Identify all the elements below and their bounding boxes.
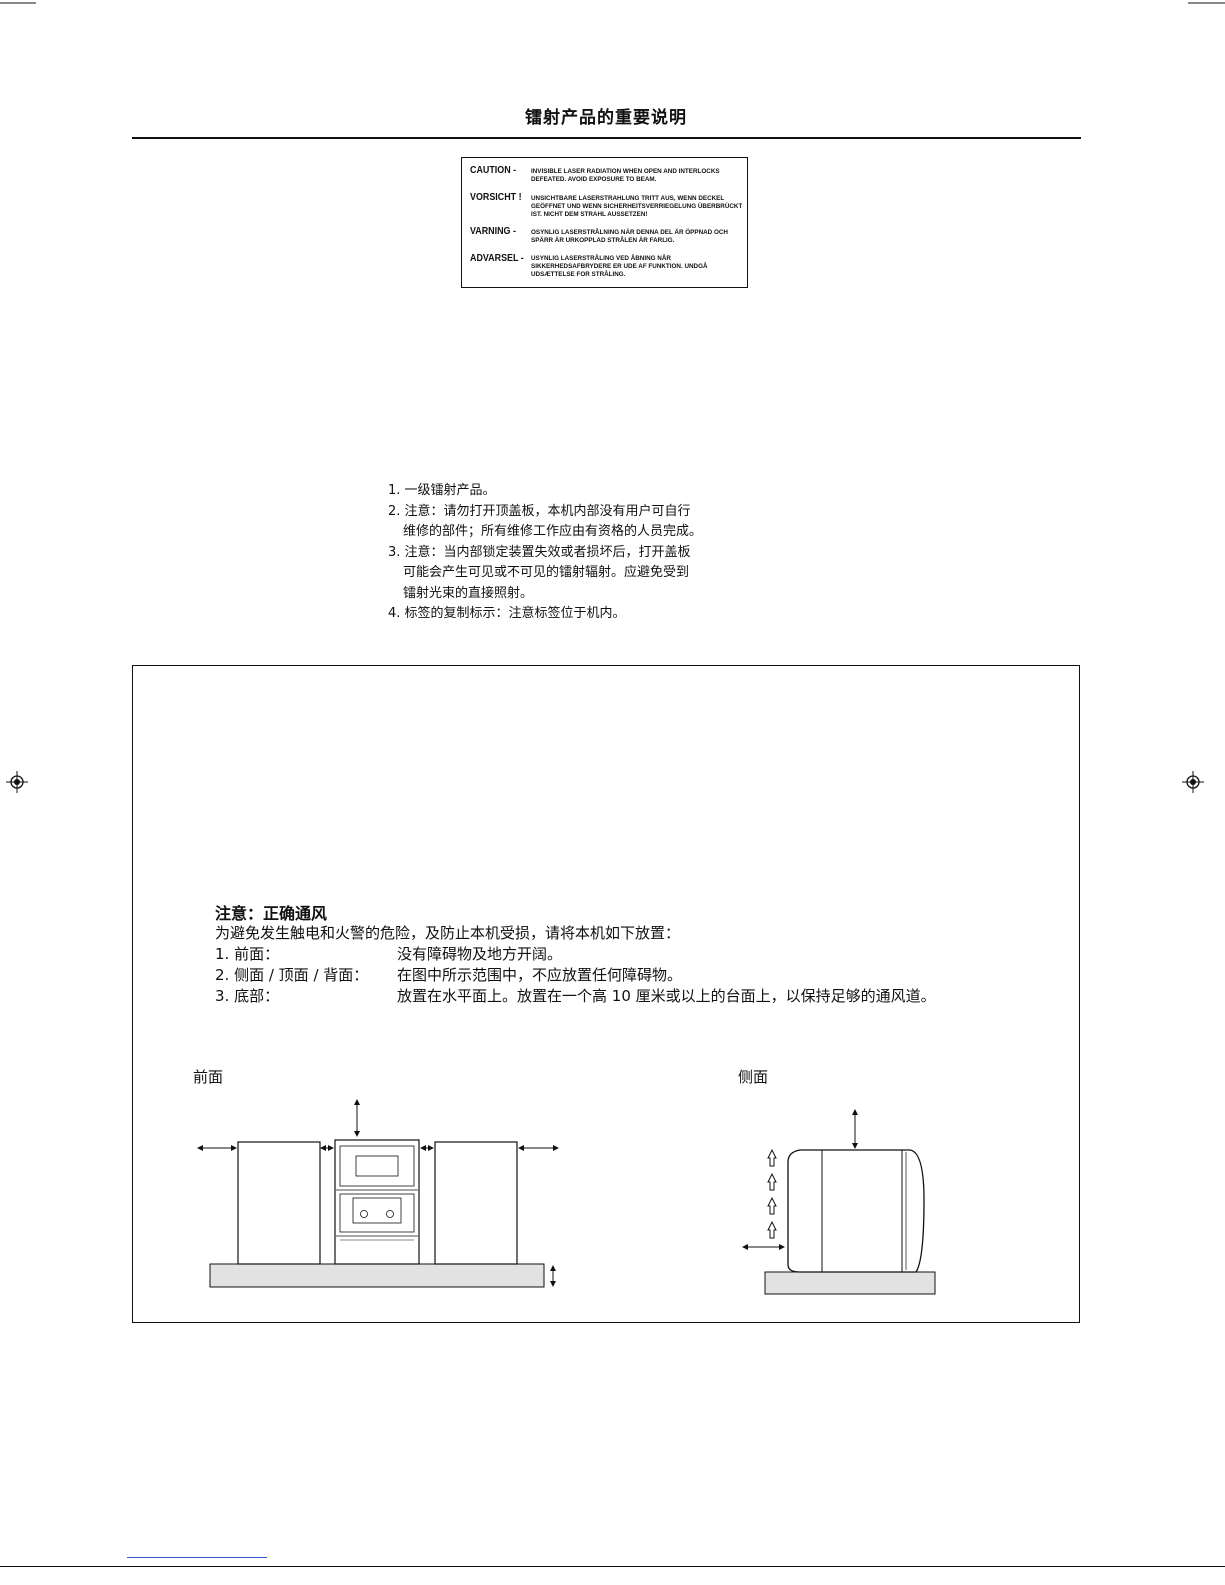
ventilation-item-key: 2. 侧面 / 顶面 / 背面：	[215, 966, 369, 984]
caution-word: CAUTION -	[470, 164, 517, 176]
side-view-diagram	[742, 1109, 936, 1295]
ventilation-box	[132, 665, 1080, 1323]
footer-link-underline	[127, 1557, 267, 1558]
ventilation-heading: 注意：正确通风	[215, 904, 328, 923]
list-item: 3. 注意：当内部锁定装置失效或者损坏后，打开盖板	[388, 544, 691, 560]
side-unit-body	[787, 1149, 925, 1273]
list-item: 1. 一级镭射产品。	[388, 483, 496, 498]
list-item: 可能会产生可见或不可见的镭射辐射。应避免受到	[403, 565, 690, 580]
varning-text: OSYNLIG LASERSTRÅLNING NÄR DENNA DEL ÄR …	[531, 229, 728, 244]
caution-label: CAUTION - INVISIBLE LASER RADIATION WHEN…	[461, 157, 748, 288]
laser-notes: 1. 一级镭射产品。 2. 注意：请勿打开顶盖板，本机内部没有用户可自行 维修的…	[388, 481, 748, 625]
page-title: 镭射产品的重要说明	[525, 108, 687, 128]
list-item: 2. 注意：请勿打开顶盖板，本机内部没有用户可自行	[388, 503, 691, 519]
advarsel-text: USYNLIG LASERSTRÅLING VED ÅBNING NÅR SIK…	[531, 255, 708, 278]
footer-rule	[0, 1566, 1225, 1567]
registration-mark-left	[6, 771, 28, 793]
base-platform	[209, 1263, 545, 1288]
title-rule	[132, 137, 1081, 139]
ventilation-item-value: 没有障碍物及地方开阔。	[397, 945, 563, 963]
side-view-label: 侧面	[738, 1068, 769, 1086]
ventilation-item-value: 放置在水平面上。放置在一个高 10 厘米或以上的台面上，以保持足够的通风道。	[397, 987, 936, 1005]
vorsicht-text: UNSICHTBARE LASERSTRAHLUNG TRITT AUS, WE…	[531, 195, 743, 218]
right-speaker	[434, 1141, 518, 1265]
list-item: 维修的部件；所有维修工作应由有资格的人员完成。	[403, 524, 703, 539]
ventilation-item-key: 3. 底部：	[215, 987, 280, 1005]
advarsel-word: ADVARSEL -	[470, 252, 524, 264]
list-item: 镭射光束的直接照射。	[403, 585, 534, 601]
caution-text: INVISIBLE LASER RADIATION WHEN OPEN AND …	[531, 168, 720, 183]
ventilation-item-key: 1. 前面：	[215, 945, 280, 963]
list-item: 4. 标签的复制标示：注意标签位于机内。	[388, 606, 626, 621]
left-speaker	[237, 1141, 321, 1265]
crop-marks	[0, 2, 1225, 4]
ventilation-item-value: 在图中所示范围中，不应放置任何障碍物。	[397, 966, 683, 984]
vorsicht-word: VORSICHT !	[470, 191, 522, 203]
main-unit	[334, 1139, 420, 1265]
registration-mark-right	[1182, 771, 1204, 793]
varning-word: VARNING -	[470, 225, 516, 237]
side-base-platform	[764, 1271, 936, 1295]
front-view-label: 前面	[193, 1068, 224, 1086]
ventilation-intro: 为避免发生触电和火警的危险，及防止本机受损，请将本机如下放置：	[215, 924, 681, 942]
front-view-diagram	[197, 1099, 559, 1288]
